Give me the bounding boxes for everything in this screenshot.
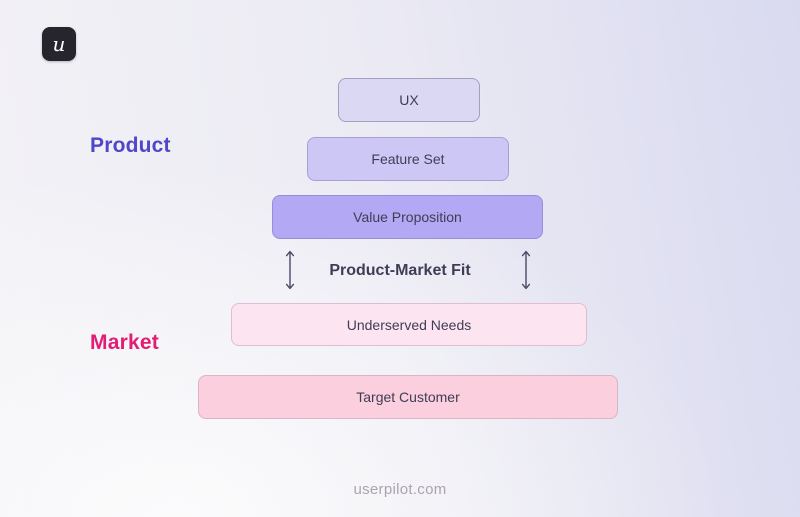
double-vertical-arrow-icon xyxy=(520,249,532,291)
layer-feature-set: Feature Set xyxy=(307,137,509,181)
layer-label: UX xyxy=(399,92,419,108)
product-market-fit-row: Product-Market Fit xyxy=(0,248,800,292)
market-section-label: Market xyxy=(90,331,159,354)
footer-url: userpilot.com xyxy=(353,481,447,498)
layer-label: Feature Set xyxy=(371,151,445,167)
product-section-label: Product xyxy=(90,134,171,157)
double-vertical-arrow-icon xyxy=(284,249,296,291)
layer-label: Value Proposition xyxy=(353,209,462,225)
product-market-fit-label: Product-Market Fit xyxy=(329,262,471,279)
layer-target-customer: Target Customer xyxy=(198,375,618,419)
logo-letter: u xyxy=(52,32,66,56)
layer-value-proposition: Value Proposition xyxy=(272,195,543,239)
layer-underserved-needs: Underserved Needs xyxy=(231,303,587,346)
userpilot-logo: u xyxy=(42,27,76,61)
layer-label: Target Customer xyxy=(356,389,460,405)
layer-ux: UX xyxy=(338,78,480,122)
layer-label: Underserved Needs xyxy=(346,316,472,333)
